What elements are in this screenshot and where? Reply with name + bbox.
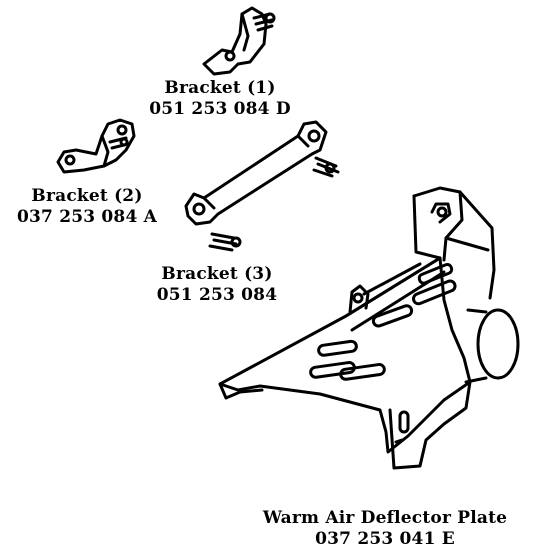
part-number: 037 253 041 E — [315, 529, 455, 549]
part-name: Bracket (2) — [31, 186, 143, 206]
bracket-1-label: Bracket (1) 051 253 084 D — [140, 78, 300, 120]
bracket-3-drawing — [184, 120, 340, 252]
part-number: 051 253 084 D — [149, 99, 291, 119]
part-name: Warm Air Deflector Plate — [262, 508, 508, 528]
deflector-plate-drawing — [218, 186, 520, 470]
bracket-3-label: Bracket (3) 051 253 084 — [132, 264, 302, 306]
bracket-2-drawing — [56, 118, 136, 174]
bracket-1-drawing — [202, 6, 276, 76]
bracket-2-label: Bracket (2) 037 253 084 A — [2, 186, 172, 228]
part-number: 037 253 084 A — [16, 207, 157, 227]
part-name: Bracket (3) — [161, 264, 273, 284]
part-number: 051 253 084 — [156, 285, 278, 305]
part-name: Bracket (1) — [164, 78, 276, 98]
deflector-plate-label: Warm Air Deflector Plate 037 253 041 E — [240, 508, 530, 550]
